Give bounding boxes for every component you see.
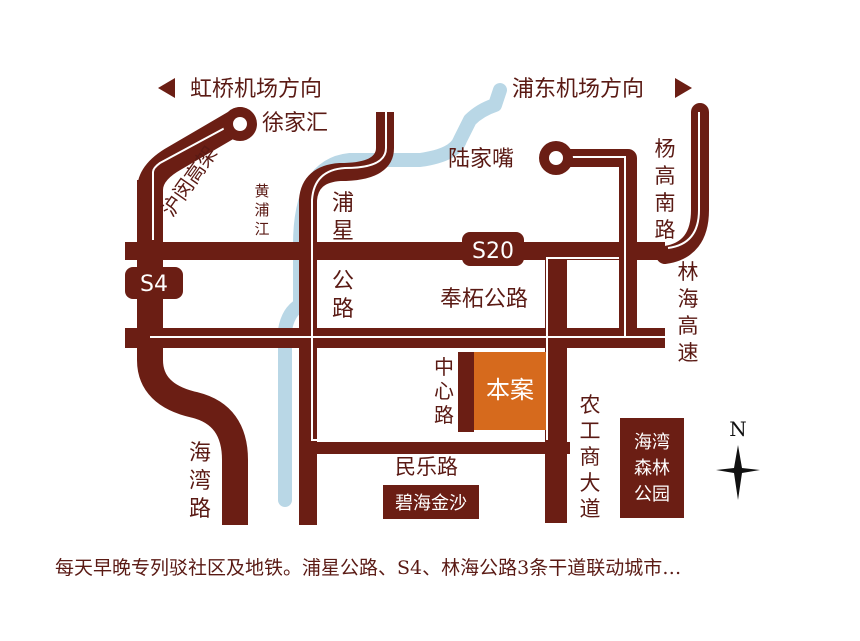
- caption-text: 每天早晚专列驳社区及地铁。浦星公路、S4、林海公路3条干道联动城市…: [55, 557, 682, 579]
- humin-lane-line: [152, 121, 237, 240]
- zhongxin-road: [458, 352, 474, 432]
- arrow-right-icon: [675, 78, 692, 98]
- zhongxin-label: 中 心 路: [434, 355, 454, 427]
- yanggao-label: 杨 高 南 路: [655, 137, 676, 242]
- puxing-char-3: 公: [332, 269, 354, 294]
- lujiazui-label: 陆家嘴: [448, 147, 514, 172]
- s20-badge: [462, 232, 524, 266]
- s20-road: [125, 242, 665, 260]
- haiwan-char-3: 路: [189, 497, 211, 522]
- nonggong-road: [545, 255, 567, 523]
- s20-label: S20: [472, 239, 514, 264]
- minle-label: 民乐路: [395, 455, 458, 479]
- s4-badge: [125, 267, 183, 299]
- nonggong-char-5: 道: [580, 497, 601, 521]
- forest-park-label: 海湾 森林 公园: [634, 432, 670, 505]
- huangpu-char-3: 江: [254, 220, 269, 238]
- nonggong-char-2: 工: [580, 419, 601, 443]
- hongqiao-direction: 虹桥机场方向: [190, 77, 322, 102]
- zhongxin-char-1: 中: [434, 355, 454, 379]
- bihai-label: 碧海金沙: [395, 493, 467, 514]
- fengzhe-label: 奉柘公路: [440, 287, 528, 312]
- forest-park-line-1: 海湾: [634, 432, 670, 453]
- puxing-lane-line: [311, 112, 545, 441]
- arrow-left-icon: [158, 78, 175, 98]
- yanggao-char-4: 路: [655, 218, 676, 242]
- bihai-box: [383, 485, 479, 519]
- xujiahui-label: 徐家汇: [262, 111, 328, 136]
- haiwan-char-1: 海: [189, 441, 211, 466]
- huangpu-label: 黄 浦 江: [254, 182, 269, 238]
- haiwan-char-2: 湾: [189, 469, 211, 494]
- yanggao-char-3: 南: [655, 191, 676, 215]
- zhongxin-char-2: 心: [434, 379, 454, 403]
- lujiazui-marker-dot: [549, 151, 563, 165]
- linhai-lane-line: [667, 112, 700, 249]
- haiwan-label: 海 湾 路: [189, 441, 211, 522]
- yanggao-lane-line: [565, 156, 626, 338]
- linhai-char-3: 高: [678, 314, 699, 338]
- nonggong-char-3: 商: [580, 445, 601, 469]
- pudong-direction: 浦东机场方向: [512, 77, 644, 102]
- puxing-char-4: 路: [332, 297, 354, 322]
- puxing-char-2: 星: [332, 219, 354, 244]
- forest-park-line-3: 公园: [634, 484, 670, 505]
- huangpu-char-1: 黄: [254, 182, 269, 200]
- linhai-char-2: 海: [678, 287, 699, 311]
- forest-park-box: [620, 418, 684, 518]
- compass-icon: N: [716, 417, 760, 500]
- yanggao-char-1: 杨: [655, 137, 676, 161]
- huangpu-char-2: 浦: [254, 201, 269, 219]
- nonggong-char-1: 农: [580, 393, 601, 417]
- xujiahui-marker-dot: [233, 117, 247, 131]
- s4-road: [137, 180, 248, 525]
- humin-elevated: [137, 107, 253, 203]
- nonggong-char-4: 大: [580, 471, 601, 495]
- puxing-label: 浦 星 公 路: [332, 191, 354, 322]
- forest-park-line-2: 森林: [634, 458, 670, 479]
- minle-road: [300, 442, 570, 454]
- project-block: [474, 352, 546, 430]
- linhai-char-4: 速: [678, 341, 699, 365]
- nonggong-label: 农 工 商 大 道: [580, 393, 601, 521]
- linhai-char-1: 林: [678, 260, 699, 284]
- linhai-label: 林 海 高 速: [678, 260, 699, 365]
- huangpu-river: [278, 83, 507, 507]
- zhongxin-char-3: 路: [434, 403, 454, 427]
- project-label: 本案: [486, 376, 534, 404]
- nonggong-lane-line: [546, 257, 632, 440]
- puxing-char-1: 浦: [332, 191, 354, 216]
- s4-label: S4: [140, 272, 168, 297]
- compass-north-label: N: [729, 417, 747, 441]
- yanggao-char-2: 高: [655, 164, 676, 188]
